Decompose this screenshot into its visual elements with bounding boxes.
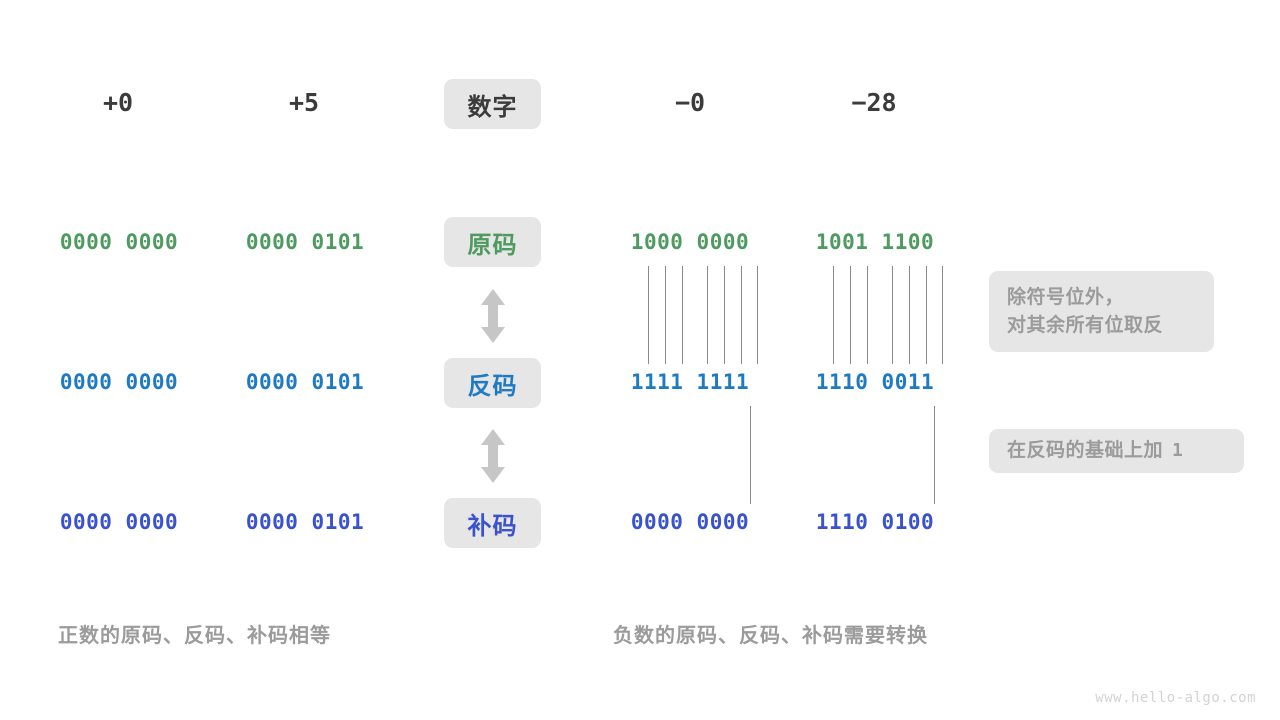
header-badge-number: 数字 [444, 79, 541, 129]
connector-line-invert [909, 266, 910, 364]
note-add-one-value: 1 [1172, 440, 1184, 462]
cell-ones-complement-minus-zero: 1111 1111 [630, 370, 750, 394]
cell-twos-complement-plus-five: 0000 0101 [245, 510, 365, 534]
connector-line-invert [892, 266, 893, 364]
cell-ones-complement-plus-zero: 0000 0000 [59, 370, 179, 394]
cell-twos-complement-minus-twentyeight: 1110 0100 [815, 510, 935, 534]
row-label-ones-complement: 反码 [444, 358, 541, 408]
header-number-plus-zero: +0 [102, 88, 134, 117]
connector-line-invert [926, 266, 927, 364]
note-invert-bits: 除符号位外， 对其余所有位取反 [989, 271, 1214, 352]
cell-ones-complement-minus-twentyeight: 1110 0011 [815, 370, 935, 394]
note-invert-bits-line-2: 对其余所有位取反 [1007, 313, 1164, 336]
header-number-plus-five: +5 [288, 88, 320, 117]
note-add-one-text: 在反码的基础上加 1 [1007, 437, 1226, 465]
connector-line-invert [757, 266, 758, 364]
double-headed-vertical-arrow-icon-upper [477, 288, 509, 349]
row-label-twos-complement: 补码 [444, 498, 541, 548]
connector-line-invert [648, 266, 649, 364]
header-number-minus-zero: −0 [674, 88, 706, 117]
connector-line-invert [682, 266, 683, 364]
cell-sign-magnitude-plus-five: 0000 0101 [245, 230, 365, 254]
connector-line-invert [665, 266, 666, 364]
row-label-sign-magnitude: 原码 [444, 217, 541, 267]
watermark: www.hello-algo.com [1095, 690, 1256, 706]
caption-negative-numbers: 负数的原码、反码、补码需要转换 [613, 623, 928, 647]
double-headed-vertical-arrow-icon-lower [477, 428, 509, 489]
connector-line-add-one [934, 406, 935, 504]
connector-line-invert [833, 266, 834, 364]
note-add-one: 在反码的基础上加 1 [989, 429, 1244, 473]
connector-line-invert [850, 266, 851, 364]
connector-line-invert [741, 266, 742, 364]
cell-sign-magnitude-minus-twentyeight: 1001 1100 [815, 230, 935, 254]
cell-twos-complement-plus-zero: 0000 0000 [59, 510, 179, 534]
note-add-one-prefix: 在反码的基础上加 [1007, 439, 1164, 462]
cell-sign-magnitude-minus-zero: 1000 0000 [630, 230, 750, 254]
note-invert-bits-line-1: 除符号位外， [1007, 285, 1125, 308]
cell-ones-complement-plus-five: 0000 0101 [245, 370, 365, 394]
connector-line-invert [942, 266, 943, 364]
connector-line-add-one [750, 406, 751, 504]
connector-line-invert [867, 266, 868, 364]
connector-line-invert [724, 266, 725, 364]
header-number-minus-twentyeight: −28 [851, 88, 897, 117]
connector-line-invert [707, 266, 708, 364]
caption-positive-numbers: 正数的原码、反码、补码相等 [58, 623, 331, 647]
cell-twos-complement-minus-zero: 0000 0000 [630, 510, 750, 534]
cell-sign-magnitude-plus-zero: 0000 0000 [59, 230, 179, 254]
